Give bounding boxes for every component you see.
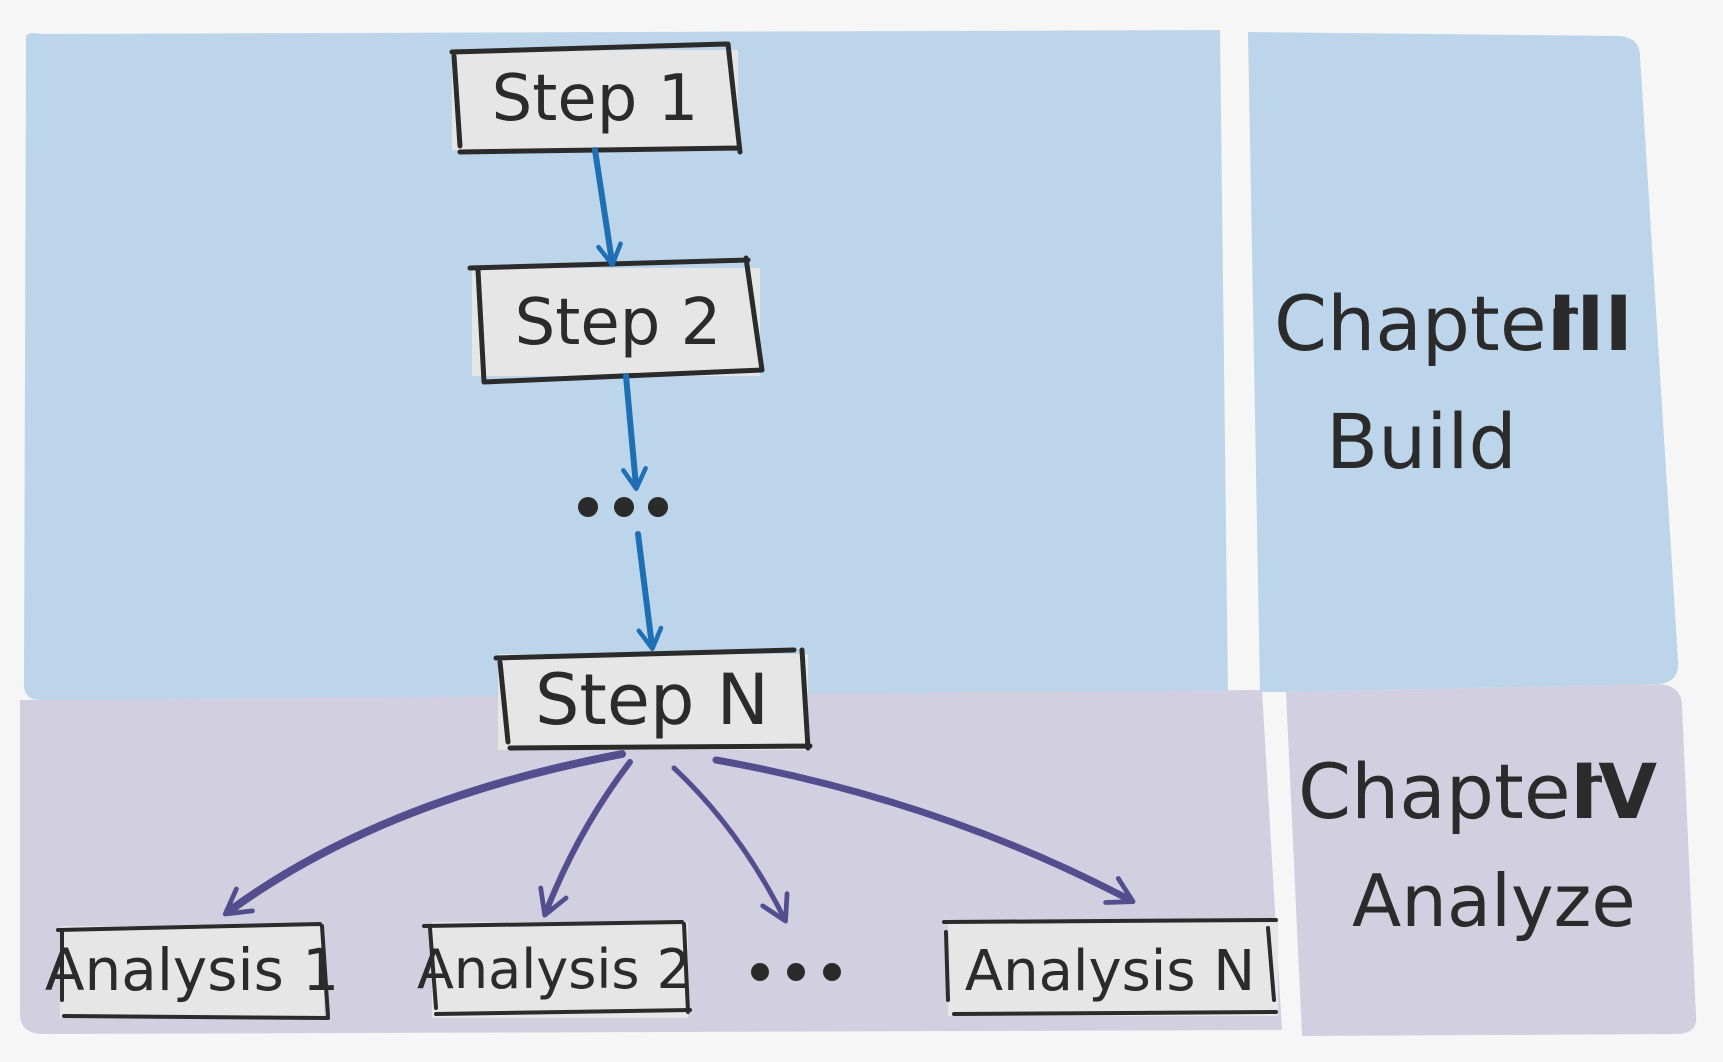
- arrow-step1-to-step2: [592, 147, 623, 268]
- chapter-analyze-label: Chapter IV Analyze: [1298, 747, 1657, 943]
- chapter-iii-numeral: III: [1548, 279, 1633, 368]
- build-chapter-region: [1248, 32, 1679, 692]
- step-n-label: Step N: [535, 659, 769, 741]
- analyze-arrows: [222, 750, 1136, 924]
- chapter-build-label: Chapter III Build: [1274, 279, 1633, 486]
- arrow-ellipsis-to-stepn: [635, 531, 664, 652]
- step-box-n: Step N: [493, 647, 813, 751]
- step-1-label: Step 1: [492, 62, 699, 136]
- chapter-iv-prefix: Chapter: [1298, 747, 1603, 836]
- step-box-1: Step 1: [449, 41, 743, 155]
- analysis-box-1: Analysis 1: [45, 922, 339, 1020]
- arrow-stepn-to-analysis2: [538, 759, 633, 918]
- chapter-iii-prefix: Chapter: [1274, 279, 1579, 368]
- chapter-iv-numeral: IV: [1570, 747, 1657, 836]
- step-ellipsis: [578, 497, 668, 517]
- analysis-box-n: Analysis N: [942, 918, 1278, 1016]
- step-box-2: Step 2: [467, 255, 765, 385]
- chapter-analyze-name: Analyze: [1352, 859, 1636, 943]
- analyze-chapter-region: [1286, 684, 1697, 1036]
- arrow-stepn-to-analysisn: [712, 756, 1136, 905]
- analysis-ellipsis: [751, 963, 841, 981]
- step-2-label: Step 2: [515, 286, 722, 360]
- arrow-step2-to-ellipsis: [621, 373, 648, 492]
- analysis-n-label: Analysis N: [965, 939, 1255, 1004]
- analysis-1-label: Analysis 1: [45, 936, 339, 1004]
- arrow-stepn-to-ellipsis: [671, 765, 790, 924]
- chapter-build-name: Build: [1326, 397, 1517, 486]
- build-arrows: [592, 147, 664, 652]
- analysis-box-2: Analysis 2: [417, 920, 692, 1018]
- arrow-stepn-to-analysis1: [222, 750, 626, 917]
- analysis-2-label: Analysis 2: [417, 938, 691, 1001]
